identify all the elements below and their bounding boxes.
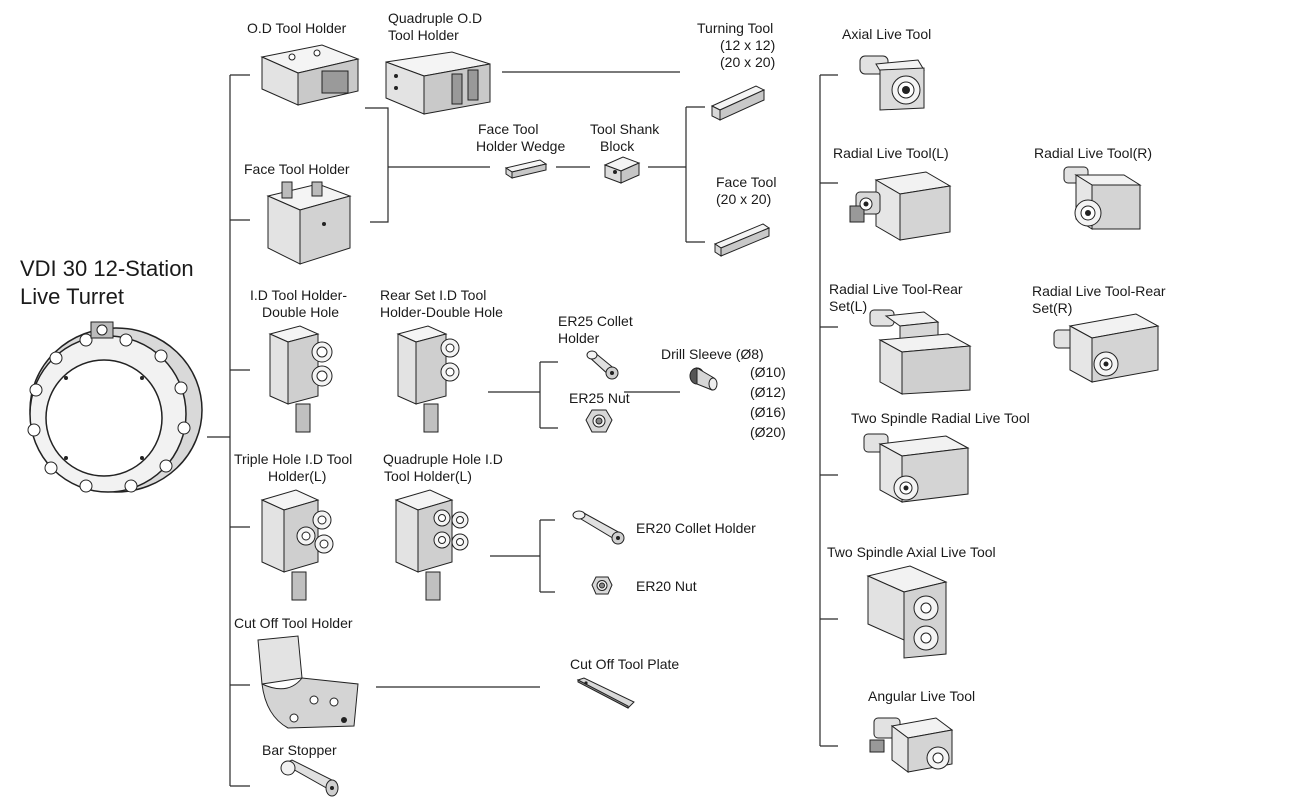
quad-hole-id-label-2: Tool Holder(L) <box>384 468 472 484</box>
quad-hole-id-label-1: Quadruple Hole I.D <box>383 451 503 467</box>
sleeve-size-4: (Ø20) <box>750 424 786 440</box>
quad-hole-id-holder-icon <box>394 489 481 605</box>
face-tool-label-2: (20 x 20) <box>716 191 772 207</box>
er20-holder-label: ER20 Collet Holder <box>636 520 756 536</box>
axial-live-tool-label: Axial Live Tool <box>842 26 932 42</box>
radial-rear-r-label-1: Radial Live Tool-Rear <box>1032 283 1166 299</box>
shank-block-label-1: Tool Shank <box>590 121 660 137</box>
quad-od-holder-icon <box>385 51 496 122</box>
shank-block-icon <box>603 155 643 187</box>
two-spindle-radial-label: Two Spindle Radial Live Tool <box>851 410 1030 426</box>
live-turret-icon <box>16 318 206 498</box>
cut-off-holder-icon <box>257 635 368 731</box>
drill-sleeve-icon <box>688 366 722 396</box>
cut-off-plate-icon <box>576 676 638 710</box>
radial-live-tool-r-label: Radial Live Tool(R) <box>1034 145 1153 161</box>
er20-collet-holder-icon <box>572 510 628 546</box>
radial-live-tool-l-label: Radial Live Tool(L) <box>833 145 949 161</box>
sleeve-size-3: (Ø16) <box>750 404 786 420</box>
bar-stopper-icon <box>280 759 342 798</box>
radial-rear-l-icon <box>866 306 976 396</box>
drill-sleeve-label: Drill Sleeve (Ø8) <box>661 346 764 362</box>
angular-live-tool-icon <box>866 708 971 778</box>
er25-holder-label-2: Holder <box>558 330 600 346</box>
axial-live-tool-icon <box>858 50 938 115</box>
sleeve-size-2: (Ø12) <box>750 384 786 400</box>
er25-nut-label: ER25 Nut <box>569 390 630 406</box>
turret-title-line2: Live Turret <box>20 284 124 309</box>
shank-block-label-2: Block <box>600 138 635 154</box>
turning-tool-label-2: (12 x 12) <box>720 37 776 53</box>
rear-id-double-hole-holder-icon <box>396 325 468 436</box>
radial-rear-l-label-1: Radial Live Tool-Rear <box>829 281 963 297</box>
bar-stopper-label: Bar Stopper <box>262 742 337 758</box>
triple-hole-id-label-2: Holder(L) <box>268 468 327 484</box>
face-tool-label-1: Face Tool <box>716 174 777 190</box>
radial-rear-r-label-2: Set(R) <box>1032 300 1073 316</box>
turning-tool-label-1: Turning Tool <box>697 20 774 36</box>
id-double-hole-holder-icon <box>268 325 340 436</box>
face-tool-icon <box>711 220 771 258</box>
triple-hole-id-label-1: Triple Hole I.D Tool <box>234 451 353 467</box>
angular-live-tool-label: Angular Live Tool <box>868 688 976 704</box>
er25-collet-holder-icon <box>586 350 620 382</box>
radial-live-tool-r-icon <box>1048 165 1148 245</box>
quad-od-holder-label-1: Quadruple O.D <box>388 10 483 26</box>
od-tool-holder-icon <box>260 44 362 115</box>
face-tool-holder-label: Face Tool Holder <box>244 161 350 177</box>
er20-nut-icon <box>590 575 614 597</box>
turning-tool-icon <box>708 84 768 122</box>
sleeve-size-1: (Ø10) <box>750 364 786 380</box>
two-spindle-axial-icon <box>866 562 966 662</box>
face-wedge-label-1: Face Tool <box>478 121 539 137</box>
face-wedge-icon <box>504 158 548 180</box>
quad-od-holder-label-2: Tool Holder <box>388 27 459 43</box>
id-double-hole-label-1: I.D Tool Holder- <box>250 287 348 303</box>
od-tool-holder-label: O.D Tool Holder <box>247 20 347 36</box>
face-wedge-label-2: Holder Wedge <box>476 138 566 154</box>
turning-tool-label-3: (20 x 20) <box>720 54 776 70</box>
rear-id-double-hole-label-1: Rear Set I.D Tool <box>380 287 487 303</box>
radial-rear-l-label-2: Set(L) <box>829 298 868 314</box>
turret-title-line1: VDI 30 12-Station <box>20 256 194 281</box>
er25-holder-label-1: ER25 Collet <box>558 313 633 329</box>
rear-id-double-hole-label-2: Holder-Double Hole <box>380 304 503 320</box>
cut-off-holder-label: Cut Off Tool Holder <box>234 615 353 631</box>
id-double-hole-label-2: Double Hole <box>262 304 340 320</box>
face-tool-holder-icon <box>266 181 358 267</box>
er25-nut-icon <box>584 408 614 436</box>
triple-hole-id-holder-icon <box>260 489 342 605</box>
radial-rear-r-icon <box>1044 308 1164 390</box>
two-spindle-radial-icon <box>856 432 976 514</box>
two-spindle-axial-label: Two Spindle Axial Live Tool <box>827 544 996 560</box>
radial-live-tool-l-icon <box>846 168 956 248</box>
cut-off-plate-label: Cut Off Tool Plate <box>570 656 680 672</box>
er20-nut-label: ER20 Nut <box>636 578 697 594</box>
